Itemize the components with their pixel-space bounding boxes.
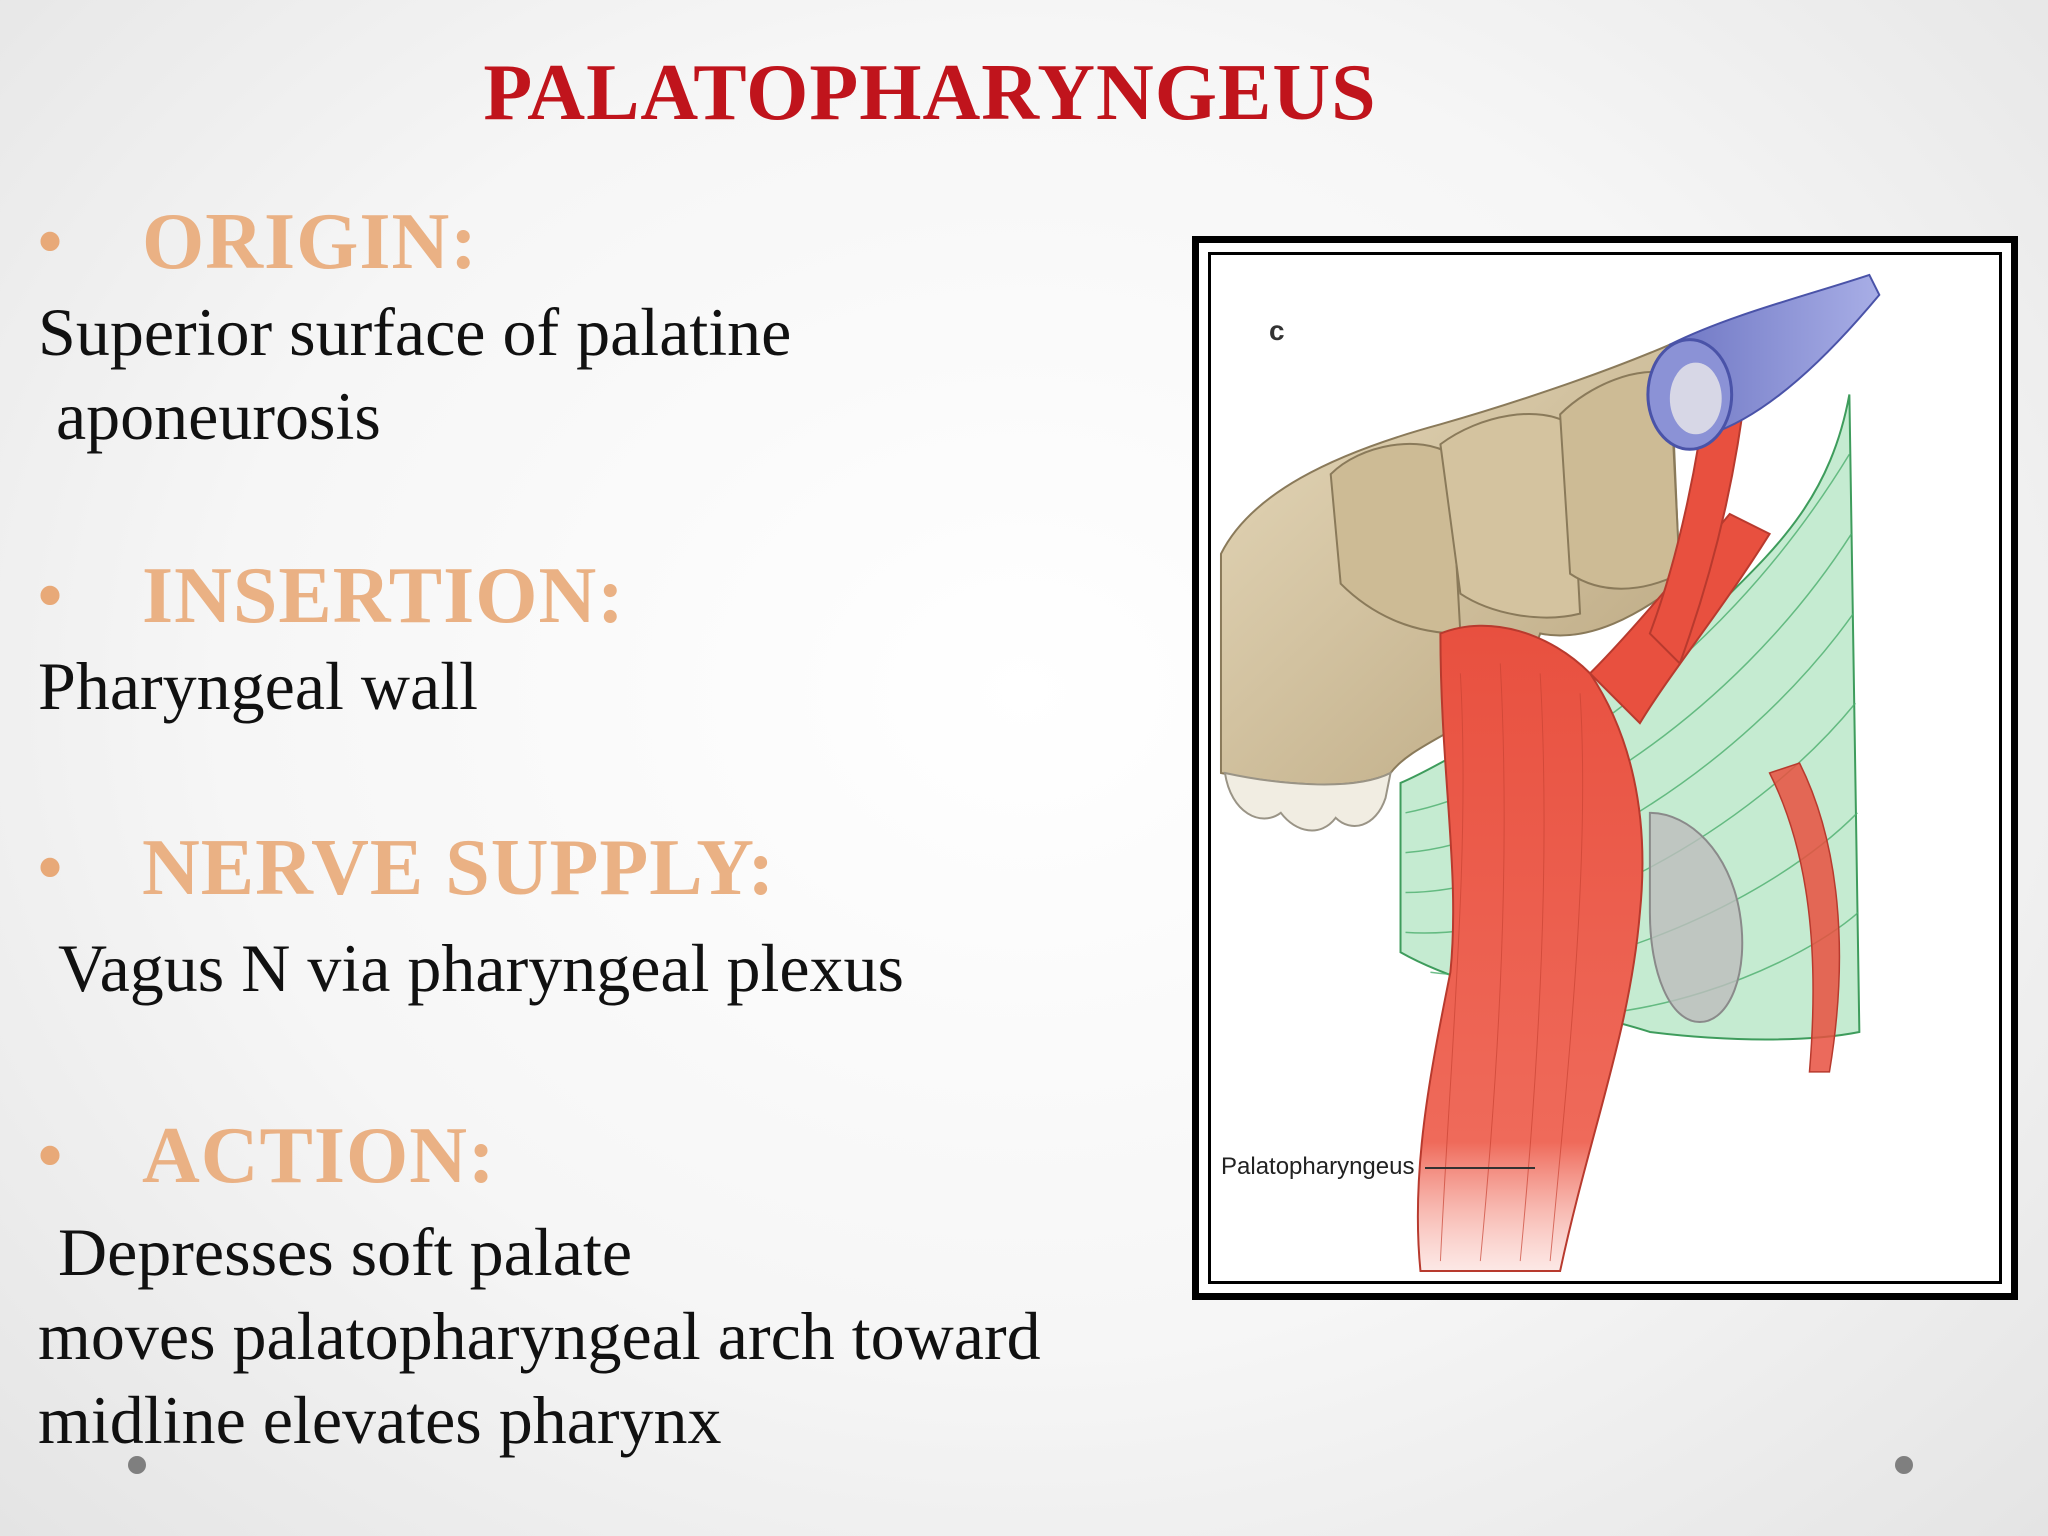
bullet-marker: •: [36, 824, 65, 912]
anatomy-illustration: [1219, 273, 1881, 1273]
auditory-tube-lumen: [1669, 362, 1722, 435]
action-section: • ACTION: Depresses soft palate moves pa…: [0, 1108, 1180, 1462]
insertion-text-line-1: Pharyngeal wall: [38, 648, 478, 724]
teeth: [1223, 771, 1392, 832]
bullet-marker: •: [36, 552, 65, 640]
bullet-marker: •: [36, 198, 65, 286]
insertion-heading: INSERTION:: [142, 552, 625, 640]
nav-dot-right: [1895, 1456, 1913, 1474]
muscle-slip: [1768, 762, 1841, 1073]
origin-text-line-2: aponeurosis: [56, 378, 381, 454]
origin-text-line-1: Superior surface of palatine: [38, 294, 792, 370]
nerve-supply-text-line-1: Vagus N via pharyngeal plexus: [58, 930, 905, 1006]
action-text-line-2: moves palatopharyngeal arch toward: [38, 1298, 1041, 1374]
slide-title: PALATOPHARYNGEUS: [483, 49, 1377, 137]
muscle-fibers: [1439, 663, 1584, 1262]
origin-section: • ORIGIN: Superior surface of palatine a…: [0, 194, 1180, 458]
action-heading: ACTION:: [142, 1112, 496, 1200]
nerve-supply-section: • NERVE SUPPLY: Vagus N via pharyngeal p…: [0, 820, 1180, 1010]
bone-ridge: [1439, 413, 1582, 619]
tonsil-shape: [1648, 811, 1744, 1024]
bullet-marker: •: [36, 1112, 65, 1200]
nerve-supply-heading: NERVE SUPPLY:: [142, 824, 776, 912]
action-text-line-3: midline elevates pharynx: [38, 1382, 722, 1458]
insertion-section: • INSERTION: Pharyngeal wall: [0, 548, 1180, 728]
origin-heading: ORIGIN:: [142, 198, 478, 286]
figure-panel-letter: c: [1269, 315, 1285, 346]
action-text-line-1: Depresses soft palate: [58, 1214, 633, 1290]
figure-leader-line: [1425, 1167, 1535, 1169]
figure-frame: c Palatopharyngeus: [1192, 236, 2018, 1300]
palatopharyngeus-muscle: [1416, 624, 1644, 1273]
nav-dot-left: [128, 1456, 146, 1474]
anatomy-figure: c Palatopharyngeus: [1208, 252, 2002, 1284]
bone-ridge: [1559, 370, 1681, 590]
figure-label-palatopharyngeus: Palatopharyngeus: [1221, 1153, 1415, 1180]
